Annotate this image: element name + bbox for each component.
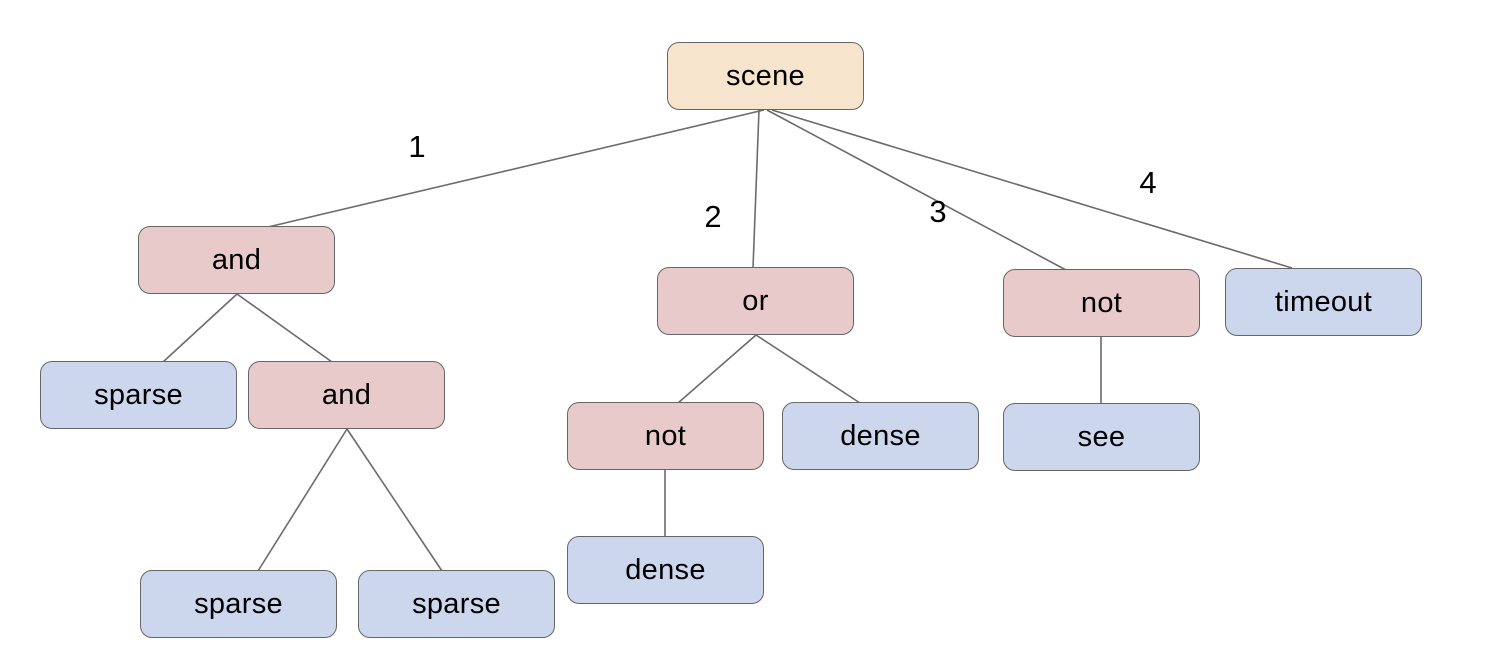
node-and-1: and	[138, 226, 335, 294]
edge-or-not	[677, 334, 757, 404]
node-sparse-3: sparse	[358, 570, 555, 638]
node-not-2: not	[567, 402, 764, 470]
edge-scene-and	[267, 109, 765, 228]
node-scene: scene	[667, 42, 864, 110]
node-not-1: not	[1003, 269, 1200, 337]
node-see: see	[1003, 403, 1200, 471]
node-sparse-2: sparse	[140, 570, 337, 638]
node-timeout: timeout	[1225, 268, 1422, 336]
edge-label-1: 1	[408, 129, 426, 164]
node-dense-2: dense	[567, 536, 764, 604]
edge-scene-timeout	[771, 109, 1293, 269]
node-or: or	[657, 267, 854, 335]
node-and-2: and	[248, 361, 445, 429]
edge-label-4: 4	[1139, 165, 1157, 200]
node-dense-1: dense	[782, 402, 979, 470]
node-sparse-1: sparse	[40, 361, 237, 429]
edge-scene-or	[752, 109, 760, 269]
edge-and2-sparse1	[257, 428, 348, 572]
edge-and-sparse	[162, 293, 238, 363]
edge-label-3: 3	[929, 194, 947, 229]
edge-label-2: 2	[704, 199, 722, 234]
edge-scene-not	[766, 109, 1067, 271]
edge-and2-sparse2	[346, 428, 443, 572]
edge-and-and	[236, 293, 333, 363]
edge-or-dense	[755, 334, 861, 404]
